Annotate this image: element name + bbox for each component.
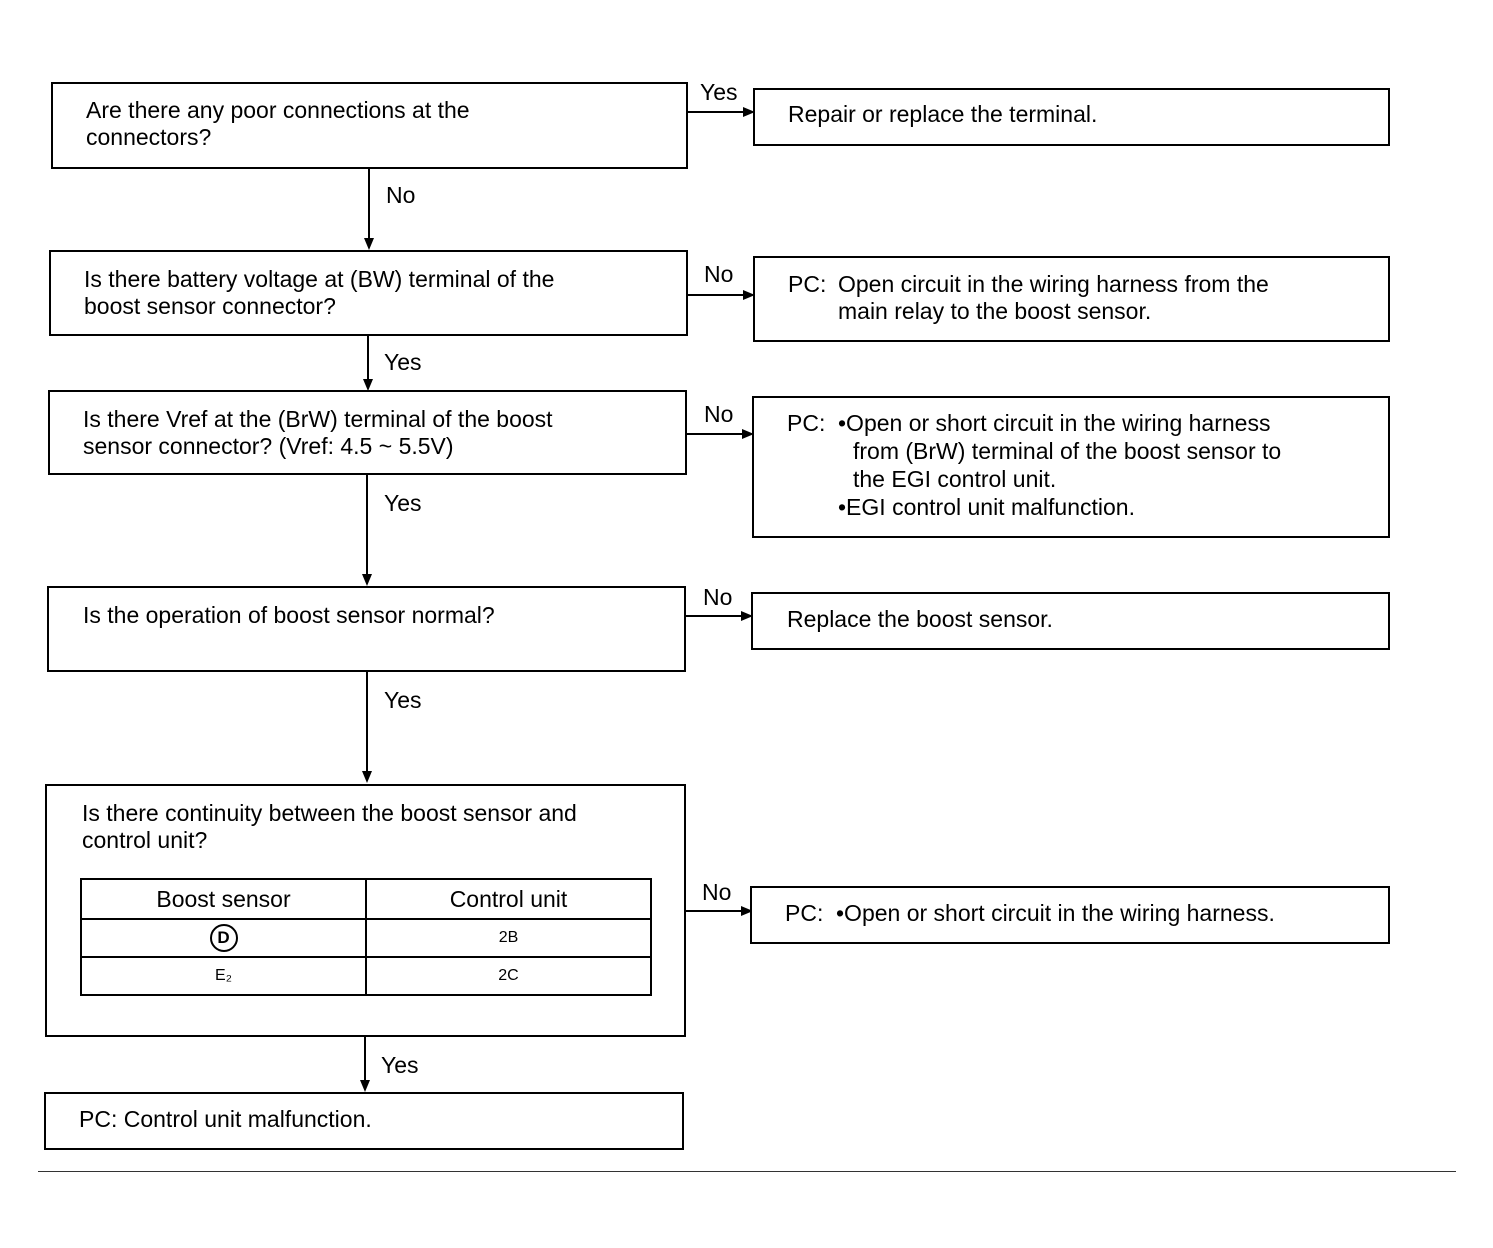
question-box-2: Is there battery voltage at (BW) termina… bbox=[49, 250, 688, 336]
table-header-boost-sensor: Boost sensor bbox=[80, 878, 367, 920]
connector-1-yes bbox=[688, 111, 744, 113]
question-text-3: Is there Vref at the (BrW) terminal of t… bbox=[83, 406, 553, 459]
flow-line-1 bbox=[368, 169, 370, 239]
result-line-3-1: •Open or short circuit in the wiring har… bbox=[838, 410, 1271, 436]
result-line-3-3: the EGI control unit. bbox=[853, 466, 1057, 492]
flow-line-2 bbox=[367, 336, 369, 380]
table-row: D 2B bbox=[80, 918, 652, 958]
result-line-5-1: •Open or short circuit in the wiring har… bbox=[836, 900, 1275, 926]
question-text-2: Is there battery voltage at (BW) termina… bbox=[84, 266, 555, 319]
arrow-4-no bbox=[741, 611, 753, 621]
final-result-box: PC: Control unit malfunction. bbox=[44, 1092, 684, 1150]
arrow-down-5 bbox=[360, 1080, 370, 1092]
table-header-row: Boost sensor Control unit bbox=[80, 878, 652, 920]
question-text-4: Is the operation of boost sensor normal? bbox=[83, 602, 495, 628]
next-label-2: Yes bbox=[384, 349, 422, 375]
result-line-3-4: •EGI control unit malfunction. bbox=[838, 494, 1135, 520]
table-header-control-unit: Control unit bbox=[365, 878, 652, 920]
question-box-4: Is the operation of boost sensor normal? bbox=[47, 586, 686, 672]
branch-label-4: No bbox=[703, 584, 733, 610]
page-bottom-rule bbox=[38, 1171, 1456, 1172]
arrow-5-no bbox=[741, 906, 753, 916]
result-prefix-2: PC: bbox=[788, 271, 827, 297]
next-label-5: Yes bbox=[381, 1052, 419, 1078]
connector-4-no bbox=[686, 615, 742, 617]
result-box-2: PC: Open circuit in the wiring harness f… bbox=[753, 256, 1390, 342]
next-label-3: Yes bbox=[384, 490, 422, 516]
question-box-1: Are there any poor connections at the co… bbox=[51, 82, 688, 169]
table-cell-terminal: 2B bbox=[365, 918, 652, 958]
question-box-5: Is there continuity between the boost se… bbox=[45, 784, 686, 1037]
table-cell-terminal: D bbox=[80, 918, 367, 958]
table-cell-terminal: 2C bbox=[365, 956, 652, 996]
result-prefix-5: PC: bbox=[785, 900, 824, 926]
result-prefix-3: PC: bbox=[787, 410, 826, 436]
table-cell-terminal: E₂ bbox=[80, 956, 367, 996]
result-box-5: PC: •Open or short circuit in the wiring… bbox=[750, 886, 1390, 944]
arrow-down-3 bbox=[362, 574, 372, 586]
arrow-2-no bbox=[743, 290, 755, 300]
branch-label-1: Yes bbox=[700, 79, 738, 105]
branch-label-2: No bbox=[704, 261, 734, 287]
connector-3-no bbox=[687, 433, 743, 435]
arrow-down-1 bbox=[364, 238, 374, 250]
connector-5-no bbox=[686, 910, 742, 912]
question-box-3: Is there Vref at the (BrW) terminal of t… bbox=[48, 390, 687, 475]
arrow-1-yes bbox=[743, 107, 755, 117]
result-box-4: Replace the boost sensor. bbox=[751, 592, 1390, 650]
result-text-4: Replace the boost sensor. bbox=[787, 606, 1053, 632]
arrow-down-4 bbox=[362, 771, 372, 783]
result-box-3: PC: •Open or short circuit in the wiring… bbox=[752, 396, 1390, 538]
terminal-d-circle-icon: D bbox=[209, 924, 238, 952]
next-label-1: No bbox=[386, 182, 416, 208]
final-result-text: PC: Control unit malfunction. bbox=[79, 1106, 372, 1132]
table-row: E₂ 2C bbox=[80, 956, 652, 996]
question-text-5: Is there continuity between the boost se… bbox=[82, 800, 577, 853]
flow-line-5 bbox=[364, 1037, 366, 1081]
result-line-2-1: Open circuit in the wiring harness from … bbox=[838, 271, 1269, 297]
next-label-4: Yes bbox=[384, 687, 422, 713]
arrow-down-2 bbox=[363, 379, 373, 391]
branch-label-3: No bbox=[704, 401, 734, 427]
flow-line-3 bbox=[366, 475, 368, 575]
result-line-3-2: from (BrW) terminal of the boost sensor … bbox=[853, 438, 1282, 464]
flow-line-4 bbox=[366, 672, 368, 772]
result-box-1: Repair or replace the terminal. bbox=[753, 88, 1390, 146]
arrow-3-no bbox=[742, 429, 754, 439]
branch-label-5: No bbox=[702, 879, 732, 905]
connector-2-no bbox=[688, 294, 744, 296]
result-line-2-2: main relay to the boost sensor. bbox=[838, 298, 1152, 324]
result-text-1: Repair or replace the terminal. bbox=[788, 101, 1098, 127]
continuity-table: Boost sensor Control unit D 2B E₂ 2C bbox=[80, 878, 652, 996]
question-text-1: Are there any poor connections at the co… bbox=[86, 97, 470, 150]
